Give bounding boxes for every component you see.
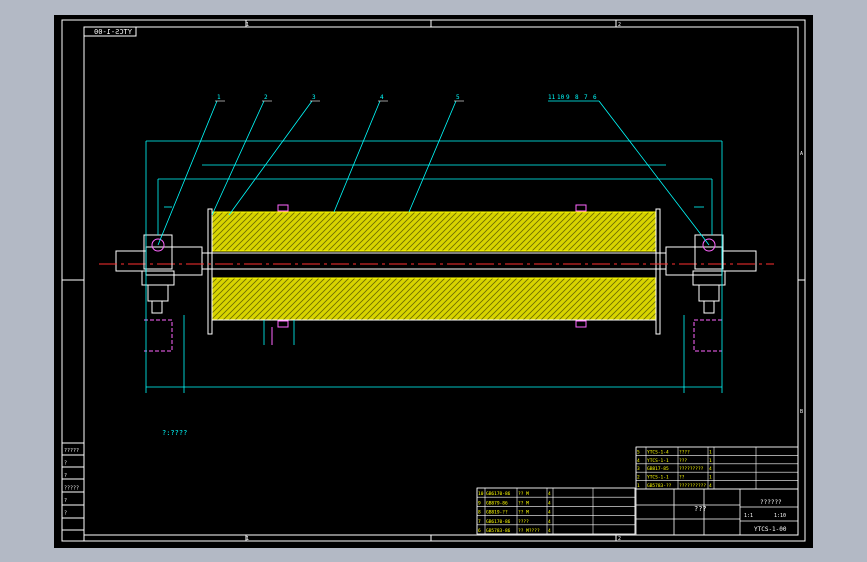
cad-drawing-viewport[interactable]: 1 2 1 2 A B YTCS-1-00 ?????????????? xyxy=(54,15,813,548)
bearing-housing-left xyxy=(141,234,175,352)
parts-upper-cell: ??? xyxy=(679,458,687,464)
parts-lower-cell: GB6170-86 xyxy=(486,519,511,525)
balloon-number: 4 xyxy=(380,94,384,101)
parts-upper-cell: 4 xyxy=(709,483,712,489)
parts-lower-cell: ?? M xyxy=(518,510,529,516)
left-side-strip xyxy=(61,442,85,542)
left-strip-label: ? xyxy=(64,473,67,479)
parts-lower-cell: 4 xyxy=(548,510,551,516)
keyway-marks xyxy=(271,204,587,345)
title-block-name: ??? xyxy=(694,505,707,513)
parts-upper-cell: 3 xyxy=(637,466,640,472)
parts-upper-cell: 1 xyxy=(709,458,712,464)
parts-lower-cell: 4 xyxy=(548,519,551,525)
zone-number-top-2: 2 xyxy=(618,22,621,28)
title-block-scale: 1:1 xyxy=(744,513,753,519)
drum-flanges xyxy=(207,208,661,335)
title-block-drawing-number: YTCS-1-00 xyxy=(754,526,787,533)
parts-lower-cell: GB5783-86 xyxy=(486,528,511,534)
parts-lower-cell: 4 xyxy=(548,491,551,497)
parts-upper-cell: 4 xyxy=(637,458,640,464)
parts-upper-cell: GB817-85 xyxy=(647,466,669,472)
parts-upper-cell: ?? xyxy=(679,475,685,481)
parts-lower-cell: 7 xyxy=(478,519,481,525)
zone-number-bottom-2: 2 xyxy=(618,536,621,542)
drum-lagging-upper xyxy=(211,211,657,252)
parts-lower-cell: 9 xyxy=(478,500,481,506)
balloon-number: 2 xyxy=(264,94,268,101)
parts-lower-cell: 8 xyxy=(478,510,481,516)
balloon-number: 11 xyxy=(548,94,556,101)
balloon-number: 7 xyxy=(584,94,588,101)
technical-requirements-note: ?:???? xyxy=(162,429,187,437)
parts-lower-cell: 4 xyxy=(548,528,551,534)
balloon-number: 1 xyxy=(217,94,221,101)
zone-number-bottom-1: 1 xyxy=(246,536,249,542)
left-strip-label: ? xyxy=(64,511,67,517)
parts-upper-cell: YTCS-1-1 xyxy=(647,475,669,481)
title-block-sheet: 1:10 xyxy=(774,513,786,519)
zone-marks xyxy=(62,20,805,541)
balloon-leaders xyxy=(157,100,710,246)
parts-upper-cell: 4 xyxy=(709,466,712,472)
parts-lower-cell: 6 xyxy=(478,528,481,534)
parts-lower-cell: ?? M xyxy=(518,500,529,506)
drum-lagging-lower xyxy=(211,277,657,321)
zone-number-top-1: 1 xyxy=(246,22,249,28)
balloon-number: 5 xyxy=(456,94,460,101)
parts-upper-cell: 5 xyxy=(637,449,640,455)
mirrored-drawing-number: YTCS-1-00 xyxy=(94,28,132,36)
balloon-number: 3 xyxy=(312,94,316,101)
left-strip-label: ? xyxy=(64,461,67,467)
parts-upper-cell: GB5783-?? xyxy=(647,483,672,489)
balloon-number: 6 xyxy=(593,94,597,101)
parts-upper-cell: 1 xyxy=(709,475,712,481)
parts-lower-cell: GB879-86 xyxy=(486,500,508,506)
parts-upper-cell: YTCS-1-4 xyxy=(647,449,669,455)
parts-upper-cell: 1 xyxy=(709,449,712,455)
title-block-material: ?????? xyxy=(760,499,782,506)
parts-lower-cell: GB6170-86 xyxy=(486,491,511,497)
left-strip-label: ????? xyxy=(64,486,79,492)
balloon-number: 10 xyxy=(557,94,565,101)
balloon-number: 9 xyxy=(566,94,570,101)
assembly-drawing: 1 2 1 2 A B YTCS-1-00 ?????????????? xyxy=(61,19,806,542)
parts-lower-cell: 4 xyxy=(548,500,551,506)
mirrored-code-box xyxy=(83,26,137,37)
parts-upper-cell: ?????????? xyxy=(679,483,706,489)
parts-lower-cell: ?? M???? xyxy=(518,528,540,534)
balloon-number: 8 xyxy=(575,94,579,101)
parts-upper-cell: ???? xyxy=(679,449,690,455)
parts-lower-cell: ?? M xyxy=(518,491,529,497)
dimension-lines xyxy=(145,140,723,393)
title-block xyxy=(635,488,799,536)
parts-upper-cell: YTCS-1-1 xyxy=(647,458,669,464)
parts-lower-cell: ???? xyxy=(518,519,529,525)
zone-letter-a: A xyxy=(800,151,803,157)
left-strip-label: ????? xyxy=(64,448,79,454)
bearing-housing-right xyxy=(692,234,726,352)
left-strip-labels: ?????????????? xyxy=(64,448,79,517)
parts-upper-cell: 1 xyxy=(637,483,640,489)
parts-lower-cell: GB819-?? xyxy=(486,510,508,516)
left-strip-label: ? xyxy=(64,498,67,504)
zone-letter-b: B xyxy=(800,409,803,415)
parts-upper-cell: 2 xyxy=(637,475,640,481)
parts-lower-cell: 10 xyxy=(478,491,484,497)
parts-upper-cell: ????????? xyxy=(679,466,704,472)
